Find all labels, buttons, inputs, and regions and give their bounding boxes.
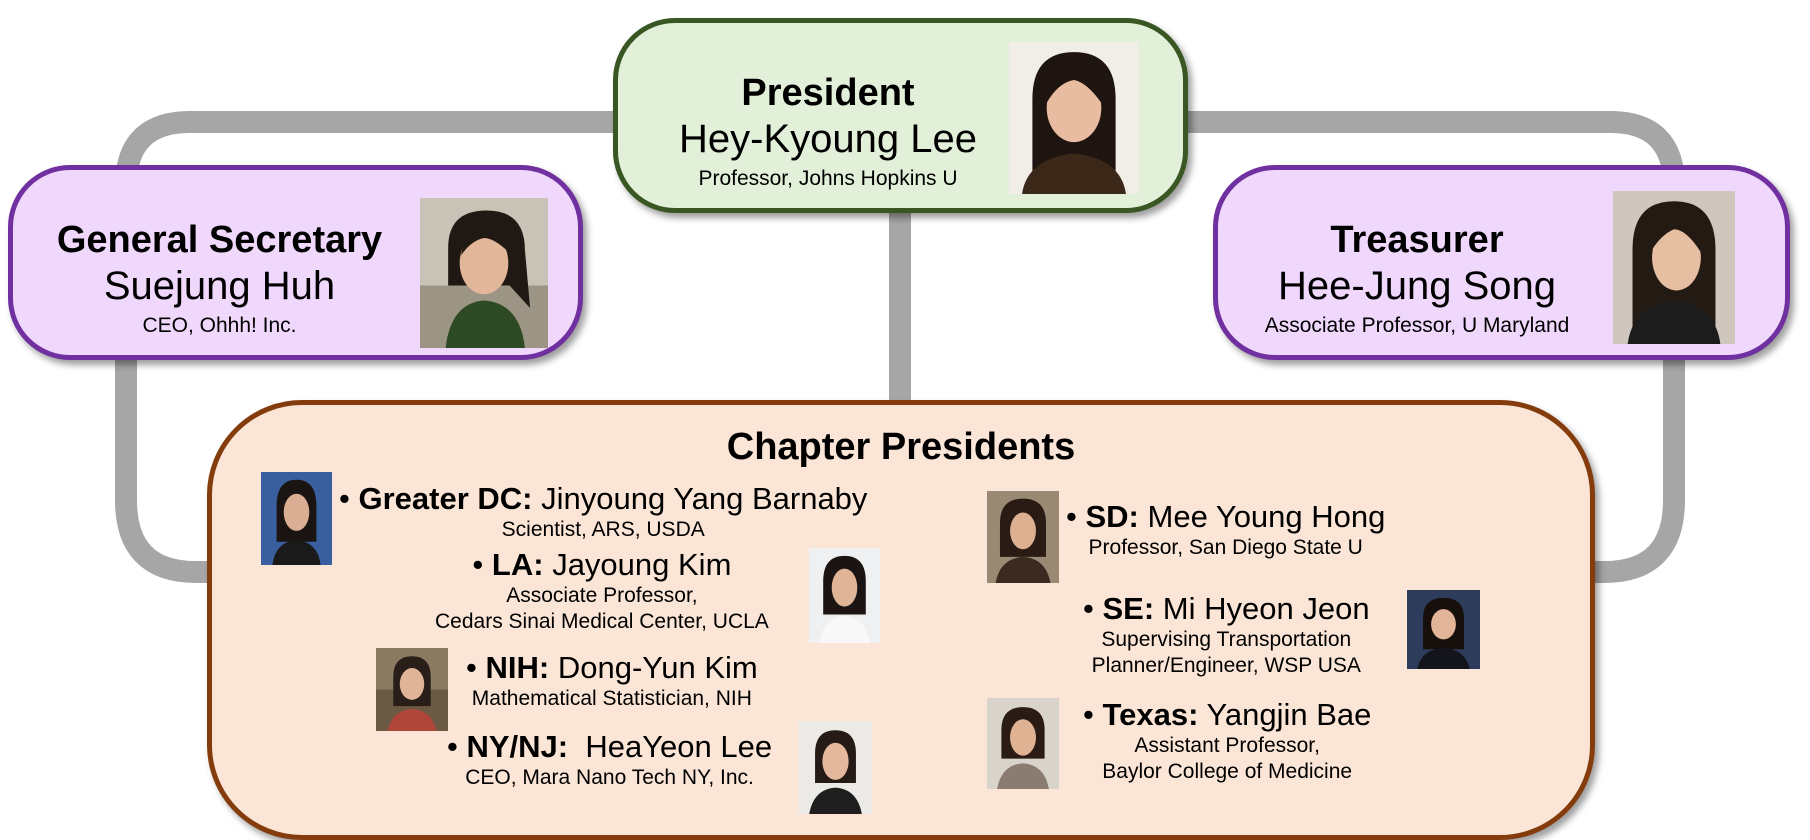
treasurer-box: Treasurer Hee-Jung Song Associate Profes… xyxy=(1213,165,1790,360)
treasurer-role: Treasurer xyxy=(1330,219,1504,261)
chapter-region: SD: xyxy=(1085,499,1139,534)
general-secretary-text: General Secretary Suejung Huh CEO, Ohhh!… xyxy=(47,218,392,339)
treasurer-portrait-photo xyxy=(1613,191,1735,344)
chapter-entry-sd: • SD: Mee Young Hong Professor, San Dieg… xyxy=(1066,499,1385,561)
chapter-ny-nj-portrait-photo xyxy=(799,721,872,814)
chapter-nih-portrait-photo xyxy=(376,648,448,731)
org-chart-connectors xyxy=(115,111,1685,583)
connector-president-treasurer xyxy=(1180,111,1685,583)
general-secretary-affiliation: CEO, Ohhh! Inc. xyxy=(142,314,297,337)
president-portrait-photo xyxy=(1009,42,1139,194)
chapter-president-name: HeaYeon Lee xyxy=(585,729,773,764)
chapter-entry-texas: • Texas: Yangjin Bae Assistant Professor… xyxy=(1083,697,1371,785)
general-secretary-role: General Secretary xyxy=(56,219,383,261)
chapter-entry-ny-nj: • NY/NJ: HeaYeon Lee CEO, Mara Nano Tech… xyxy=(447,729,772,791)
chapter-affiliation-line: Assistant Professor, xyxy=(1134,734,1320,757)
treasurer-name: Hee-Jung Song xyxy=(1278,264,1556,308)
chapter-president-name: Dong-Yun Kim xyxy=(557,650,758,685)
general-secretary-portrait-photo xyxy=(420,198,548,348)
connector-president-secretary xyxy=(115,111,620,583)
treasurer-affiliation: Associate Professor, U Maryland xyxy=(1264,314,1570,337)
chapter-region: SE: xyxy=(1102,591,1155,626)
president-affiliation: Professor, Johns Hopkins U xyxy=(698,167,958,190)
chapter-affiliation-line: Supervising Transportation xyxy=(1101,628,1352,651)
chapter-texas-portrait-photo xyxy=(987,698,1059,789)
bullet: • xyxy=(447,729,458,764)
chapter-affiliation-line: CEO, Mara Nano Tech NY, Inc. xyxy=(465,766,754,789)
chapter-sd-portrait-photo xyxy=(987,491,1059,583)
chapter-entry-la: • LA: Jayoung Kim Associate Professor, C… xyxy=(435,547,769,635)
chapter-president-name: Mi Hyeon Jeon xyxy=(1162,591,1370,626)
chapter-president-name: Mee Young Hong xyxy=(1147,499,1386,534)
chapter-president-name: Jayoung Kim xyxy=(552,547,732,582)
bullet: • xyxy=(472,547,484,582)
chapter-affiliation-line: Cedars Sinai Medical Center, UCLA xyxy=(435,610,769,633)
chapter-entry-nih: • NIH: Dong-Yun Kim Mathematical Statist… xyxy=(466,650,758,712)
general-secretary-name: Suejung Huh xyxy=(103,264,336,308)
chapter-region: NY/NJ: xyxy=(466,729,569,764)
bullet: • xyxy=(466,650,477,685)
chapter-president-name: Yangjin Bae xyxy=(1206,697,1372,732)
chapter-affiliation-line: Mathematical Statistician, NIH xyxy=(471,687,752,710)
chapter-president-name: Jinyoung Yang Barnaby xyxy=(541,481,868,516)
chapter-affiliation-line: Associate Professor, xyxy=(506,584,698,607)
chapter-region: LA: xyxy=(491,547,544,582)
president-text: President Hey-Kyoung Lee Professor, John… xyxy=(658,71,998,192)
chapter-entry-greater-dc: • Greater DC: Jinyoung Yang Barnaby Scie… xyxy=(339,481,867,543)
chapter-dc-portrait-photo xyxy=(261,472,332,565)
chapter-la-portrait-photo xyxy=(809,548,880,643)
chapter-region: Texas: xyxy=(1102,697,1199,732)
bullet: • xyxy=(1083,697,1094,732)
chapter-affiliation-line: Baylor College of Medicine xyxy=(1102,760,1353,783)
president-box: President Hey-Kyoung Lee Professor, John… xyxy=(613,18,1188,213)
chapter-entry-se: • SE: Mi Hyeon Jeon Supervising Transpor… xyxy=(1083,591,1370,679)
treasurer-text: Treasurer Hee-Jung Song Associate Profes… xyxy=(1252,218,1582,339)
chapter-se-portrait-photo xyxy=(1407,590,1480,669)
bullet: • xyxy=(339,481,350,516)
bullet: • xyxy=(1066,499,1077,534)
chapter-presidents-title: Chapter Presidents xyxy=(726,426,1076,468)
chapter-affiliation-line: Professor, San Diego State U xyxy=(1088,536,1363,559)
chapter-affiliation-line: Scientist, ARS, USDA xyxy=(501,518,705,541)
bullet: • xyxy=(1083,591,1094,626)
president-name: Hey-Kyoung Lee xyxy=(679,117,977,161)
chapter-presidents-box: Chapter Presidents • Greater DC: Jinyoun… xyxy=(207,400,1595,840)
chapter-affiliation-line: Planner/Engineer, WSP USA xyxy=(1091,654,1361,677)
president-role: President xyxy=(741,72,915,114)
chapter-region: NIH: xyxy=(485,650,550,685)
general-secretary-box: General Secretary Suejung Huh CEO, Ohhh!… xyxy=(8,165,583,360)
chapter-region: Greater DC: xyxy=(358,481,533,516)
